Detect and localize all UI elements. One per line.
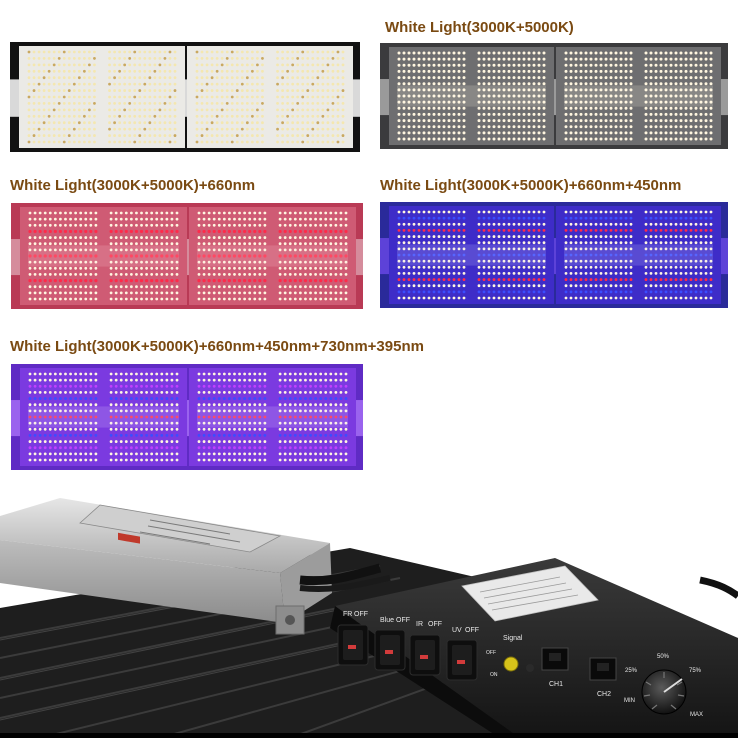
- rocker-switch-blue[interactable]: [374, 629, 406, 671]
- switch-state-fr: OFF: [354, 611, 368, 618]
- dial-min-label: MIN: [624, 698, 635, 704]
- dial-mark-50: 50%: [657, 654, 670, 660]
- led-panel-white-red: [11, 203, 363, 309]
- driver-controller-photo: FR OFF Blue OFF IR OFF UV OFF Signal OFF…: [0, 488, 738, 738]
- signal-off-label: OFF: [486, 650, 496, 656]
- port-ch1-label: CH1: [549, 681, 563, 688]
- caption-white-light: White Light(3000K+5000K): [385, 19, 574, 36]
- switch-label-fr: FR: [343, 611, 352, 618]
- led-panel-white-red-blue: [380, 202, 728, 308]
- led-panel-off: [10, 42, 360, 152]
- dimmer-knob[interactable]: [641, 669, 687, 715]
- switch-state-ir: OFF: [428, 621, 442, 628]
- switch-group: [337, 624, 478, 681]
- switch-state-uv: OFF: [465, 627, 479, 634]
- dial-mark-75: 75%: [689, 668, 702, 674]
- led-panel-full-spectrum: [11, 364, 363, 470]
- port-ch2-label: CH2: [597, 691, 611, 698]
- switch-state-blue: OFF: [396, 617, 410, 624]
- caption-white-red: White Light(3000K+5000K)+660nm: [10, 177, 256, 194]
- port-ch1[interactable]: [541, 647, 569, 671]
- rocker-switch-ir[interactable]: [409, 634, 441, 676]
- caption-full-spectrum: White Light(3000K+5000K)+660nm+450nm+730…: [10, 338, 424, 355]
- signal-on-label: ON: [490, 672, 498, 678]
- switch-label-blue: Blue: [380, 617, 394, 624]
- port-ch2[interactable]: [589, 657, 617, 681]
- switch-label-uv: UV: [452, 627, 462, 634]
- signal-toggle[interactable]: [503, 656, 534, 672]
- signal-label: Signal: [503, 635, 523, 642]
- switch-label-ir: IR: [416, 621, 423, 628]
- dial-mark-25: 25%: [625, 668, 638, 674]
- rocker-switch-fr[interactable]: [337, 624, 369, 666]
- caption-white-red-blue: White Light(3000K+5000K)+660nm+450nm: [380, 177, 682, 194]
- dial-max-label: MAX: [690, 712, 703, 718]
- led-panel-white: [380, 43, 728, 149]
- rocker-switch-uv[interactable]: [446, 639, 478, 681]
